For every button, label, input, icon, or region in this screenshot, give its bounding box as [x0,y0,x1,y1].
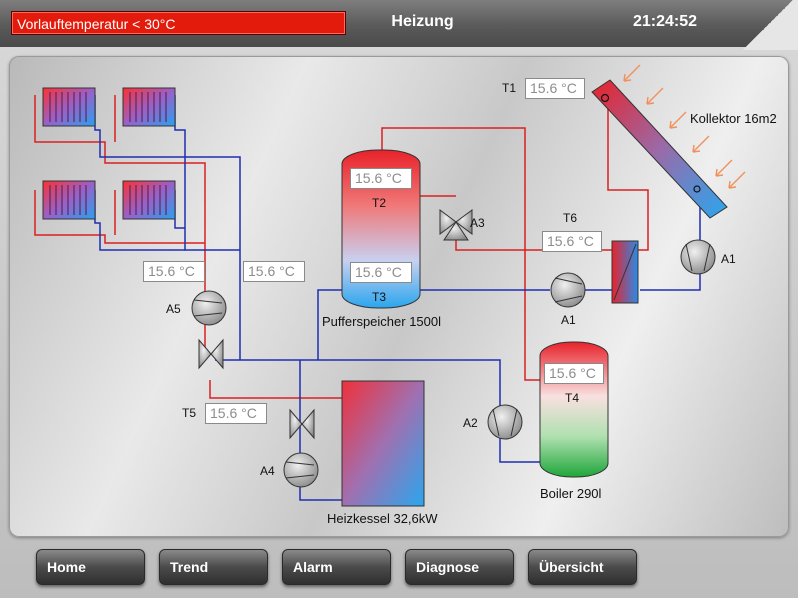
t6-label: T6 [563,211,578,225]
nav-home-button[interactable]: Home [36,549,145,585]
pump-a4-label: A4 [260,464,275,478]
boiler-label: Boiler 290l [540,486,602,501]
t3-value: 15.6 °C [350,262,412,283]
pump-a5-label: A5 [166,302,181,316]
pump-a2-label: A2 [463,416,478,430]
pump-a1-solar-icon [680,239,716,275]
sun-rays-icon [623,64,746,189]
page-title: Heizung [391,13,454,30]
clock: 21:24:52 [632,13,698,30]
pump-a1-solar-label: A1 [721,252,736,266]
solar-collector [591,79,728,219]
t2-label: T2 [372,196,387,210]
pump-a5-icon [191,290,227,326]
collector-label: Kollektor 16m2 [690,111,777,126]
pump-a2-icon [487,404,523,440]
t1-label: T1 [502,81,517,95]
valve-a5-mix-icon [198,338,224,370]
radiator-1 [42,87,96,127]
valve-a3-label: A3 [470,216,485,230]
nav-diagnose-button[interactable]: Diagnose [405,549,514,585]
buffer-label: Pufferspeicher 1500l [322,314,442,329]
nav-trend-button[interactable]: Trend [159,549,268,585]
pump-a1-buffer-label: A1 [561,313,576,327]
t6-value: 15.6 °C [542,231,602,252]
t4-value: 15.6 °C [544,363,604,384]
alarm-message[interactable]: Vorlauftemperatur < 30°C [11,11,346,35]
top-bar-corner [738,0,798,50]
pump-a1-buffer-icon [550,272,586,308]
heater-label: Heizkessel 32,6kW [327,511,438,526]
radiator-4 [122,180,176,220]
t3-label: T3 [372,290,387,304]
heater-unit [341,380,425,507]
nav-alarm-button[interactable]: Alarm [282,549,391,585]
t5-value: 15.6 °C [205,403,267,424]
t5-label: T5 [182,406,197,420]
valve-a3-icon [439,209,473,241]
t2-value: 15.6 °C [350,168,412,189]
radiator-temp-left: 15.6 °C [143,261,205,282]
valve-heater-icon [289,408,315,440]
radiator-temp-right: 15.6 °C [243,261,305,282]
pump-a4-icon [283,452,319,488]
heat-exchanger [611,240,639,304]
radiator-3 [42,180,96,220]
nav-overview-button[interactable]: Übersicht [528,549,637,585]
t4-label: T4 [565,391,580,405]
t1-value: 15.6 °C [525,78,585,99]
radiator-2 [122,87,176,127]
